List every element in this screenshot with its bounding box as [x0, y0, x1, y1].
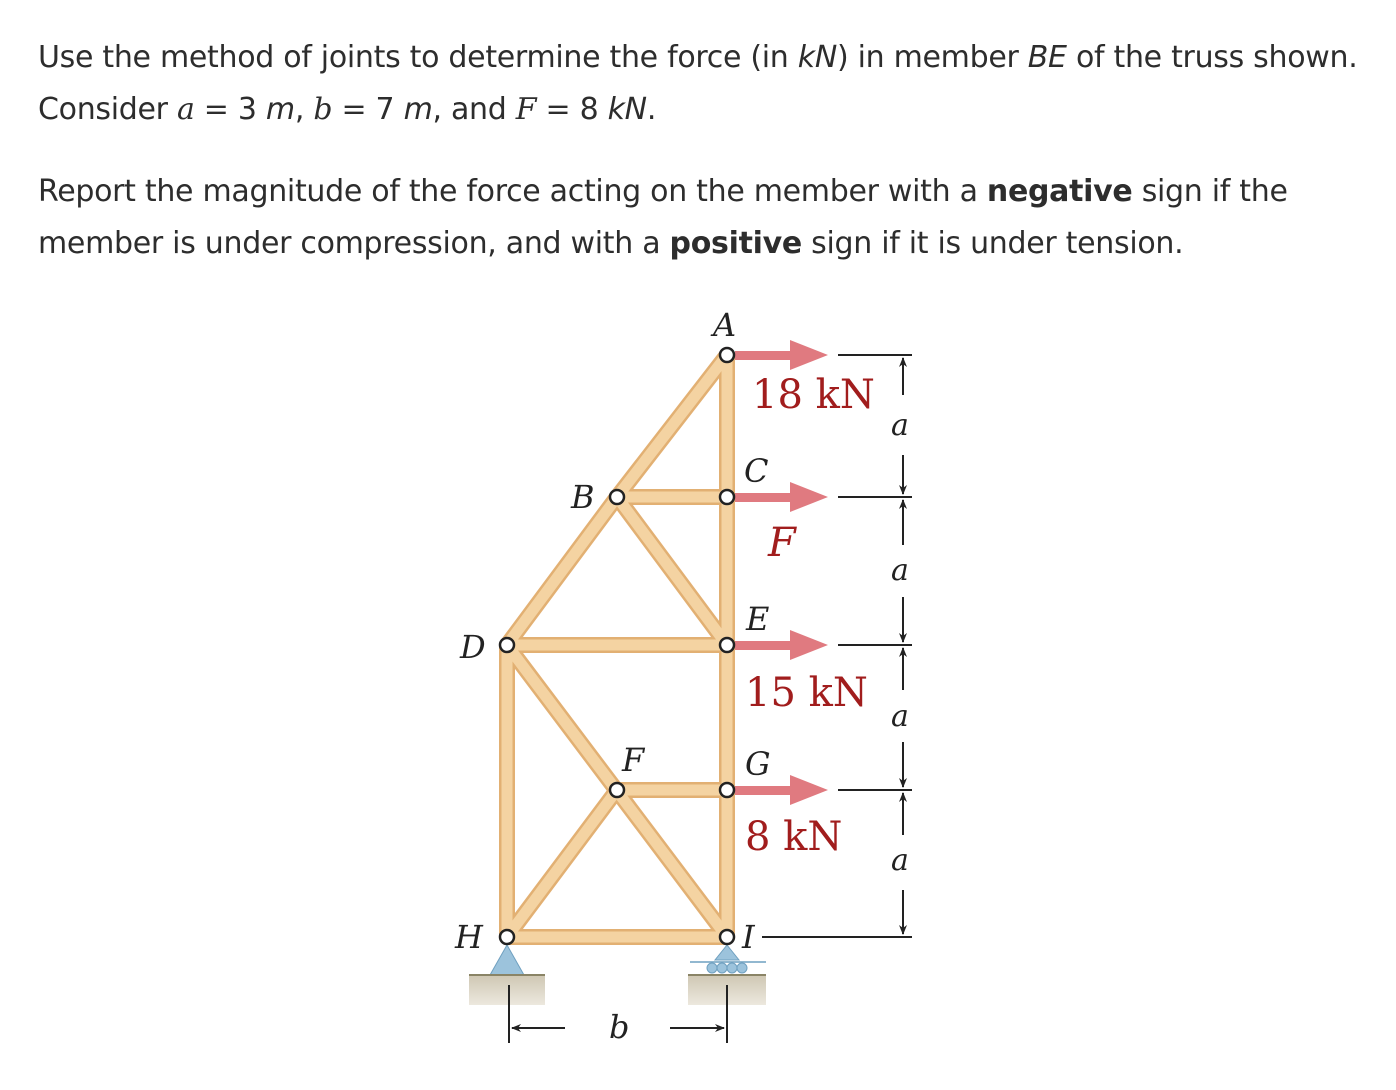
text: Report the magnitude of the force acting… [38, 174, 987, 209]
joint-labels: A B C D E F G H I [454, 306, 771, 956]
label-E: E [745, 600, 769, 638]
dim-b: b [609, 1008, 629, 1046]
dim-a-4: a [891, 843, 909, 878]
equals: = [332, 92, 376, 127]
text: Use the method of joints to determine th… [38, 40, 798, 75]
label-G: G [745, 745, 771, 783]
equals: = [536, 92, 580, 127]
unit-m: m [256, 92, 295, 127]
load-labels: 18 kN F 15 kN 8 kN [745, 372, 875, 860]
load-arrow-E-icon [735, 630, 828, 660]
var-b: b [313, 92, 333, 127]
pin-support-H [469, 943, 545, 1005]
load-label-E: 15 kN [745, 670, 868, 716]
unit-kN: kN [598, 92, 648, 127]
label-C: C [744, 452, 768, 490]
label-H: H [454, 918, 484, 956]
equals: = [194, 92, 238, 127]
dim-a-3: a [891, 699, 909, 734]
text: sign if the member is under compression,… [38, 174, 1288, 261]
joint-A [718, 346, 736, 364]
joint-E [718, 636, 736, 654]
joint-H [498, 928, 516, 946]
joints [498, 346, 736, 946]
vertical-dimensions [762, 354, 912, 938]
joint-C [718, 488, 736, 506]
text: ) in member [836, 40, 1028, 75]
load-arrow-A-icon [735, 340, 828, 370]
label-B: B [570, 478, 595, 516]
load-arrow-G-icon [735, 775, 828, 805]
member-name: BE [1027, 40, 1067, 75]
label-D: D [459, 628, 486, 666]
unit-m: m [394, 92, 433, 127]
value-F: 8 [579, 92, 599, 127]
value-a: 3 [237, 92, 257, 127]
var-a: a [176, 92, 195, 127]
load-label-C: F [767, 520, 797, 566]
joint-D [498, 636, 516, 654]
joint-I [718, 928, 736, 946]
text: . [646, 92, 657, 127]
label-F: F [621, 741, 646, 779]
text: sign if it is under tension. [801, 226, 1184, 261]
label-A: A [710, 306, 736, 344]
label-I: I [741, 918, 756, 956]
truss-members [499, 347, 735, 945]
dimension-labels: a a a a [891, 408, 909, 878]
joint-F [608, 781, 626, 799]
text: , [294, 92, 314, 127]
dim-a-1: a [891, 408, 909, 443]
var-F: F [515, 92, 537, 127]
joint-B [608, 488, 626, 506]
text: of the truss shown. Consider [38, 40, 1358, 127]
text: , and [432, 92, 516, 127]
load-label-A: 18 kN [752, 372, 875, 418]
load-arrow-C-icon [735, 482, 828, 512]
emphasis-negative: negative [986, 174, 1133, 209]
value-b: 7 [375, 92, 395, 127]
joint-G [718, 781, 736, 799]
dim-a-2: a [891, 553, 909, 588]
problem-statement: Use the method of joints to determine th… [38, 32, 1358, 136]
emphasis-positive: positive [669, 226, 803, 261]
unit-kN: kN [797, 40, 838, 75]
report-instructions: Report the magnitude of the force acting… [38, 166, 1358, 270]
load-label-G: 8 kN [745, 814, 842, 860]
load-arrows [735, 340, 828, 805]
horizontal-dimension [508, 985, 728, 1043]
